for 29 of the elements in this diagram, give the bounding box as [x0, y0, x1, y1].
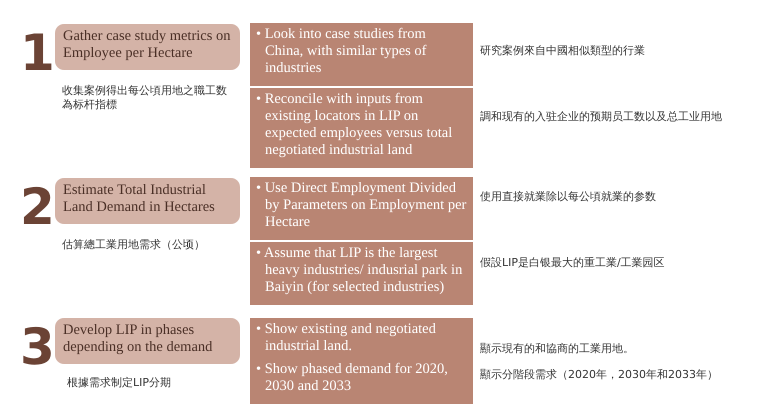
bullet-text: • Use Direct Employment Divided by Parameters on Employment per Hectare: [256, 180, 467, 231]
translation-text: 假設LIP是白银最大的重工業/工業园区: [480, 256, 666, 270]
step-translation: 根據需求制定LIP分期: [67, 376, 172, 390]
translation-text: 顯示分階段需求（2020年，2030年和2033年）: [480, 368, 719, 382]
step-box: [55, 24, 240, 70]
bullet-text: • Show existing and negotiated industrial land.: [256, 321, 437, 355]
bullet-text: • Reconcile with inputs from existing locators in LIP on expected employees versus total negotiated industrial land: [256, 91, 454, 159]
step-box: [55, 178, 240, 224]
translation-text: 研究案例來自中國相似類型的行業: [480, 44, 646, 58]
step-title: Gather case study metrics on Employee per Hectare: [63, 28, 232, 62]
step-number: 2: [20, 182, 55, 232]
step-number: 1: [20, 28, 55, 78]
step-translation: 估算總工業用地需求（公顷）: [62, 238, 206, 252]
step-title: Estimate Total Industrial Land Demand in Hectares: [63, 182, 216, 216]
step-box: [55, 318, 240, 364]
translation-text: 顯示現有的和協商的工業用地。: [480, 342, 635, 356]
bullet-text: • Assume that LIP is the largest heavy industries/ indusrial park in Baiyin (for selected industries): [256, 245, 464, 296]
bullet-box: [250, 242, 473, 305]
bullet-text: • Show phased demand for 2020, 2030 and 2033: [256, 361, 449, 395]
step-translation: 收集案例得出每公頃用地之職工数為标杆指標: [62, 84, 228, 112]
translation-text: 調和现有的入驻企业的预期员工数以及总工业用地: [480, 110, 723, 124]
step-title: Develop LIP in phases depending on the demand: [63, 322, 214, 356]
bullet-text: • Look into case studies from China, with similar types of industries: [256, 26, 428, 77]
bullet-box: [250, 318, 473, 404]
step-number: 3: [20, 322, 55, 372]
bullet-box: [250, 23, 473, 86]
bullet-box: [250, 177, 473, 240]
translation-text: 使用直接就業除以每公頃就業的参数: [480, 190, 657, 204]
bullet-box: [250, 88, 473, 168]
